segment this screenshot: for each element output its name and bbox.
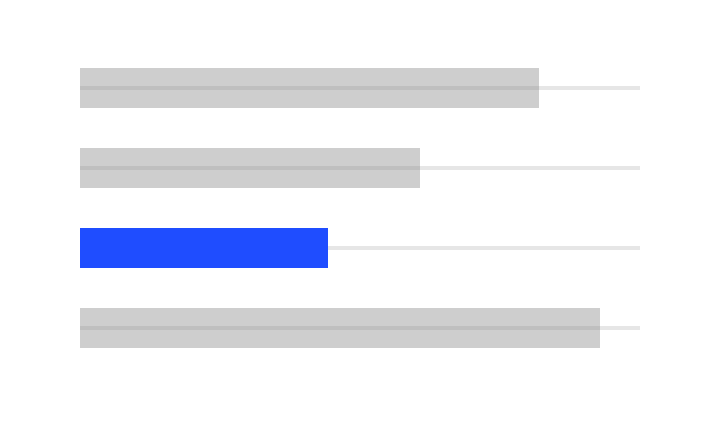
bar-row-2[interactable] [80,148,640,188]
bar-fill[interactable] [80,148,420,188]
bar-row-4[interactable] [80,308,640,348]
bar-fill[interactable] [80,228,328,268]
bar-track [80,246,640,250]
bar-fill[interactable] [80,68,539,108]
bar-fill-line [80,166,420,170]
bar-list [80,68,640,348]
bar-row-1[interactable] [80,68,640,108]
bar-row-3[interactable] [80,228,640,268]
bar-fill[interactable] [80,308,600,348]
bar-fill-line [80,326,600,330]
bar-fill-line [80,86,539,90]
